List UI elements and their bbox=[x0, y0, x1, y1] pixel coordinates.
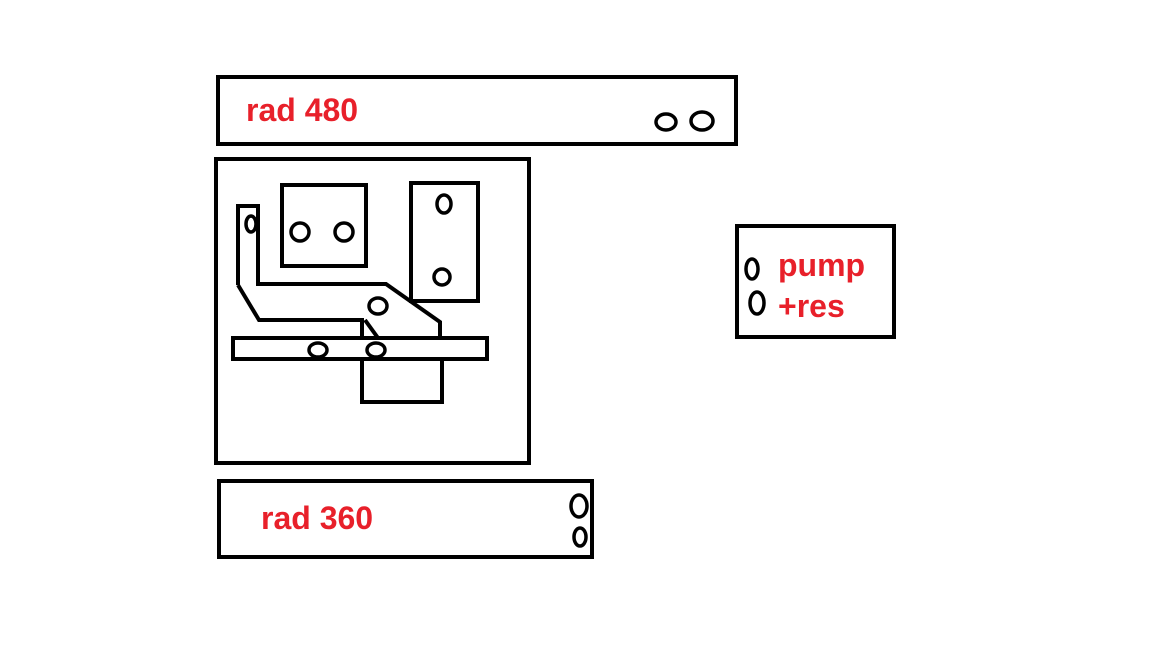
tube-upper-path bbox=[236, 204, 442, 338]
cpu-block-port-2 bbox=[333, 221, 355, 243]
radiator-360-label: rad 360 bbox=[261, 500, 373, 536]
vertical-block bbox=[409, 181, 480, 303]
radiator-480-label: rad 480 bbox=[246, 92, 358, 128]
radiator-360-port-1 bbox=[569, 493, 589, 519]
fitting-port-left bbox=[244, 214, 258, 234]
cpu-block bbox=[280, 183, 368, 268]
pump-port-2 bbox=[748, 290, 766, 316]
tube-lower-path bbox=[236, 283, 364, 338]
cpu-block-port-1 bbox=[289, 221, 311, 243]
tube-connector bbox=[363, 318, 380, 340]
radiator-480: rad 480 bbox=[216, 75, 738, 146]
gpu-lower-block bbox=[360, 359, 444, 404]
case-outline bbox=[214, 157, 531, 465]
gpu-bar-port-2 bbox=[365, 341, 387, 359]
gpu-bar-port-1 bbox=[307, 341, 329, 359]
pump-label-line1: pump bbox=[778, 247, 865, 283]
radiator-480-port-2 bbox=[689, 110, 715, 132]
radiator-480-body bbox=[216, 75, 738, 146]
radiator-360-body bbox=[217, 479, 594, 559]
case-interior bbox=[214, 157, 531, 465]
pump-reservoir-body bbox=[735, 224, 896, 339]
vertical-block-port-1 bbox=[435, 193, 453, 215]
pump-label-line2: +res bbox=[778, 288, 845, 324]
vertical-block-port-2 bbox=[432, 267, 452, 287]
radiator-480-port-1 bbox=[654, 112, 678, 132]
fitting-port-middle bbox=[367, 296, 389, 316]
pump-reservoir: pump +res bbox=[735, 224, 896, 339]
radiator-360: rad 360 bbox=[217, 479, 594, 559]
gpu-bar bbox=[231, 336, 489, 361]
radiator-360-port-2 bbox=[572, 526, 588, 548]
pump-port-1 bbox=[744, 257, 760, 281]
